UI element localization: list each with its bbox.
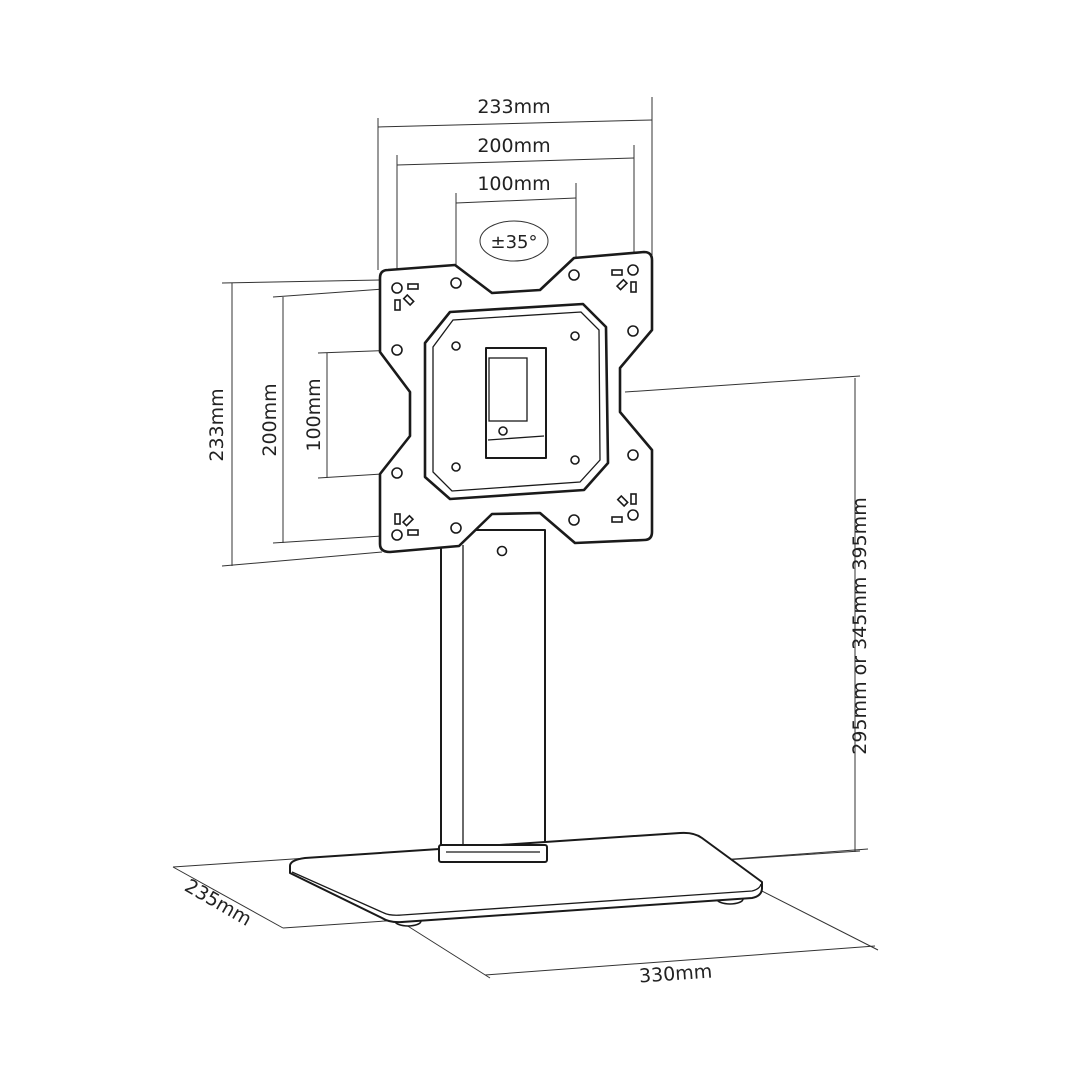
rotation-label: ±35° [491,232,538,253]
width-outer-label: 233mm [477,96,550,118]
rotation-icon [479,220,549,262]
base-width-label: 330mm [638,960,713,987]
base [289,831,763,927]
width-mid-label: 200mm [477,135,550,157]
stand-height-label: 295mm or 345mm 395mm [849,497,871,754]
left-dimensions [221,279,398,567]
height-inner-label: 100mm [303,378,325,451]
pole [440,529,546,849]
mounting-holes [391,264,639,541]
top-dimensions [377,97,653,282]
center-bracket [485,347,547,459]
height-mid-label: 200mm [259,383,281,456]
stand-height-dimension [624,375,861,861]
corner-slots [394,269,637,536]
vesa-plate [378,250,654,554]
width-inner-label: 100mm [477,173,550,195]
height-outer-label: 233mm [206,388,228,461]
base-depth-label: 235mm [181,875,255,931]
